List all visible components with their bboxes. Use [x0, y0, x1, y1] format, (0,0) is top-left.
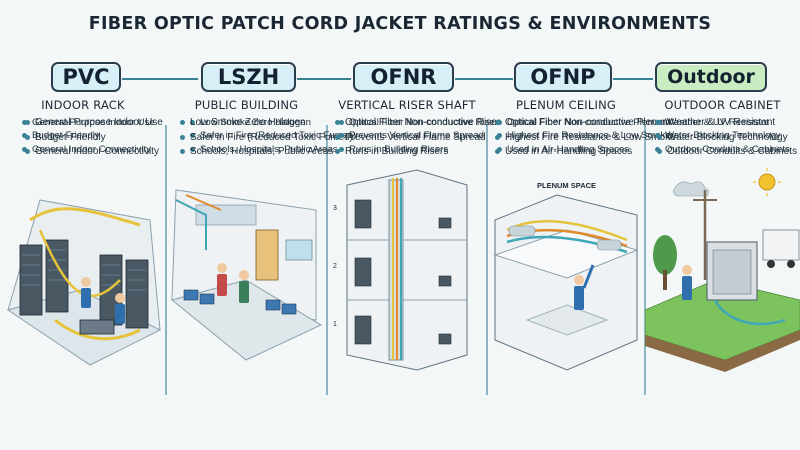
- feature-list: General-Purpose Indoor Use Budget-Friend…: [22, 116, 155, 156]
- column-divider: [644, 125, 646, 395]
- connector-line: [122, 78, 198, 80]
- feature-list-bottom: Optical Fiber Non-conductive Plenum High…: [495, 116, 676, 160]
- feature-list-bottom: Optical Fiber Non-conductive Riser Preve…: [335, 116, 500, 160]
- plenum-ceiling-icon: PLENUM SPACE: [487, 160, 645, 378]
- feature-item: Optical Fiber Non-conductive Plenum: [495, 116, 676, 131]
- public-waiting-room-icon: [166, 160, 327, 378]
- floor-label: 2: [333, 263, 337, 270]
- column-divider: [165, 125, 167, 395]
- floor-label: 3: [333, 205, 337, 212]
- feature-list: Low Smoke Zero Halogen Safer in Fire (Re…: [190, 116, 356, 156]
- feature-item: Prevents Vertical Flame Spread: [339, 129, 498, 142]
- floor-label: 1: [333, 321, 337, 328]
- feature-item: Optical Fiber Non-conductive Riser: [335, 116, 500, 131]
- feature-item: Used in Air-Handling Spaces: [495, 145, 676, 160]
- rating-pill: Outdoor: [655, 62, 767, 92]
- column-divider: [326, 125, 328, 395]
- feature-item: Outdoor Conduits & Cabinets: [657, 145, 797, 160]
- feature-item: General-Purpose Indoor Use: [25, 116, 163, 131]
- connector-line: [297, 78, 351, 80]
- column-ofnp: OFNP PLENUM CEILING Optical Fiber Non-co…: [487, 58, 676, 450]
- feature-item: Low Smoke Zero Halogen: [190, 116, 356, 129]
- column-divider: [486, 125, 488, 395]
- feature-item: Schools, Hospitals, Public Areas: [190, 143, 356, 156]
- feature-item: Runs in Building Risers: [335, 145, 500, 160]
- riser-shaft-icon: 3 2 1: [327, 160, 487, 378]
- column-outdoor: Outdoor OUTDOOR CABINET Weather & UV Res…: [645, 58, 800, 450]
- column-ofnr: OFNR VERTICAL RISER SHAFT Optical Fiber …: [327, 58, 500, 450]
- plenum-space-label: PLENUM SPACE: [537, 181, 596, 190]
- outdoor-cabinet-icon: [645, 160, 800, 378]
- feature-list: Optical Fiber Non-conductive Riser Preve…: [339, 116, 498, 156]
- feature-list-bottom: Weather & UV Resistant Water-Blocking Te…: [657, 116, 797, 160]
- feature-item: Highest Fire Resistance & Low Smoke: [495, 131, 676, 146]
- feature-item: Budget-Friendly: [25, 131, 163, 146]
- feature-item: Runs in Building Risers: [339, 143, 498, 156]
- feature-item: General-Purpose Indoor Use: [22, 116, 155, 129]
- environment-label: PUBLIC BUILDING: [194, 98, 299, 112]
- feature-item: Budget-Friendly: [22, 129, 155, 142]
- feature-item: Safer in Fire (Reduced Toxic Fumes): [180, 131, 353, 146]
- feature-item: Prevents Vertical Flame Spread: [335, 131, 500, 146]
- environment-label: OUTDOOR CABINET: [664, 98, 781, 112]
- rating-pill: LSZH: [201, 62, 296, 92]
- feature-item: Weather & UV Resistant: [657, 116, 797, 131]
- column-pvc: PVC INDOOR RACK General-Purpose Indoor U…: [0, 58, 166, 450]
- feature-item: Water-Blocking Technology: [657, 131, 797, 146]
- page-title: FIBER OPTIC PATCH CORD JACKET RATINGS & …: [88, 14, 712, 34]
- feature-list-bottom: General-Purpose Indoor Use Budget-Friend…: [25, 116, 163, 160]
- rating-pill: OFNR: [353, 62, 454, 92]
- feature-list-bottom: Low Smoke Zero Halogen Safer in Fire (Re…: [180, 116, 353, 160]
- environment-label: INDOOR RACK: [41, 98, 125, 112]
- environment-label: PLENUM CEILING: [515, 98, 616, 112]
- connector-line: [613, 78, 653, 80]
- feature-item: Schools, Hospitals, Public Areas: [180, 145, 353, 160]
- server-rack-room-icon: [0, 160, 166, 378]
- feature-item: Safer in Fire (Reduced Toxic Fumes): [190, 129, 356, 142]
- column-lszh: LSZH PUBLIC BUILDING Low Smoke Zero Halo…: [166, 58, 356, 450]
- environment-label: VERTICAL RISER SHAFT: [338, 98, 476, 112]
- feature-item: Low Smoke Zero Halogen: [180, 116, 353, 131]
- feature-item: Optical Fiber Non-conductive Riser: [339, 116, 498, 129]
- rating-pill: OFNP: [514, 62, 612, 92]
- connector-line: [455, 78, 513, 80]
- feature-item: General Indoor Connectivity: [22, 143, 155, 156]
- feature-item: General Indoor Connectivity: [25, 145, 163, 160]
- rating-pill: PVC: [51, 62, 121, 92]
